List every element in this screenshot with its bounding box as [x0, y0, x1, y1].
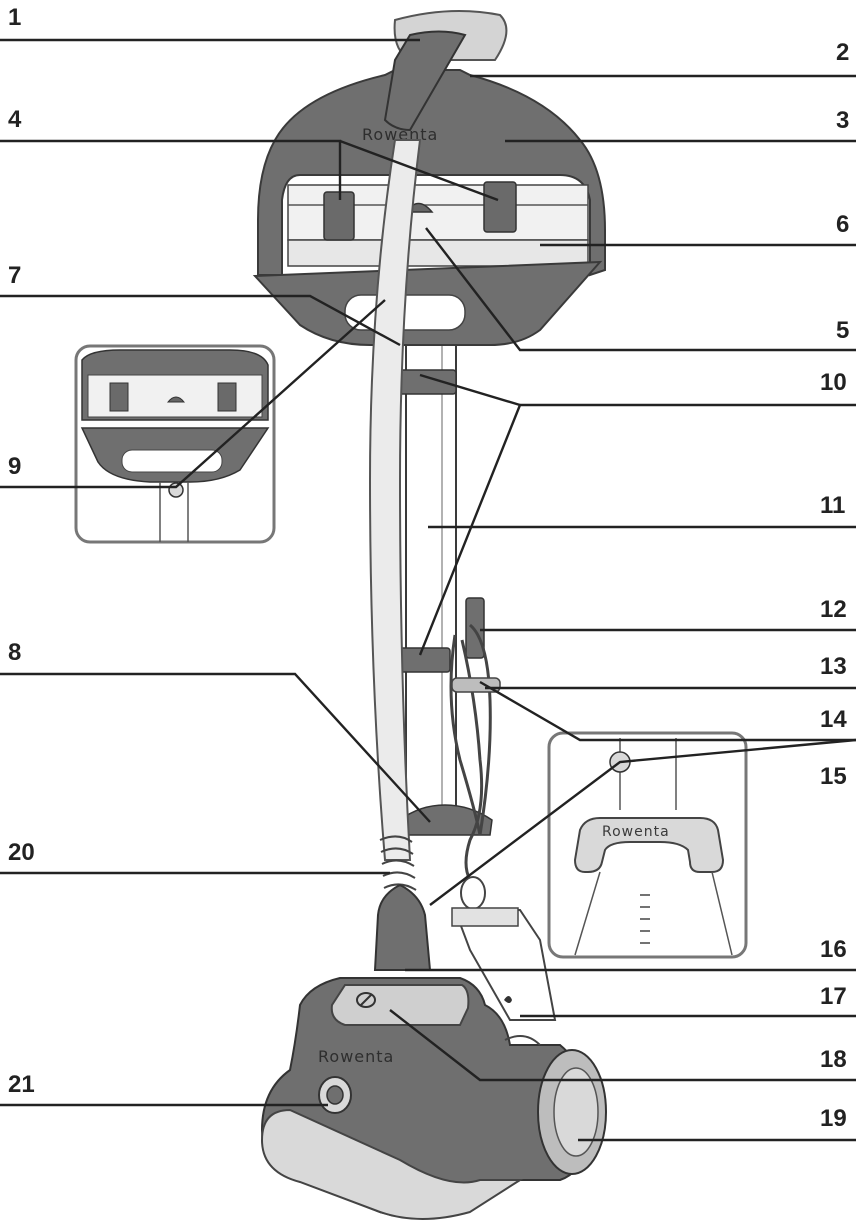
power-switch-panel	[330, 984, 470, 1026]
inset-brand-text: Rowenta	[602, 824, 670, 840]
callout-6: 6	[836, 211, 849, 238]
callout-17: 17	[820, 983, 847, 1010]
callout-18: 18	[820, 1046, 847, 1073]
callout-13: 13	[820, 653, 847, 680]
callout-7: 7	[8, 262, 21, 289]
water-drop-icon	[504, 996, 512, 1003]
callout-2: 2	[836, 39, 849, 66]
base-front-bumper	[260, 1108, 524, 1220]
water-tank	[453, 909, 557, 1021]
callout-11: 11	[820, 492, 845, 519]
callout-21: 21	[8, 1071, 35, 1098]
callout-19: 19	[820, 1105, 847, 1132]
plug	[460, 876, 486, 910]
inset-hanger-detail	[74, 344, 276, 544]
callout-16: 16	[820, 936, 847, 963]
hose	[368, 139, 422, 861]
callout-8: 8	[8, 639, 21, 666]
callout-1: 1	[8, 4, 21, 31]
power-switch-icon	[356, 992, 376, 1008]
leader-lines	[0, 38, 856, 1142]
hose-connector	[373, 883, 432, 971]
callout-4: 4	[8, 106, 22, 133]
callout-5: 5	[836, 317, 849, 344]
callout-15: 15	[820, 763, 847, 790]
base-brand-text: Rowenta	[318, 1047, 394, 1066]
tank-handle	[451, 907, 519, 927]
callout-9: 9	[8, 453, 21, 480]
hanger: Rowenta	[252, 69, 606, 346]
garment-clip-right	[483, 181, 517, 233]
callout-3: 3	[836, 107, 849, 134]
steam-head-handle	[383, 30, 467, 132]
callout-20: 20	[8, 839, 35, 866]
power-cord	[449, 623, 501, 910]
pole-clip-lower	[397, 647, 451, 673]
callout-12: 12	[820, 596, 847, 623]
inset-base-detail: Rowenta	[547, 731, 748, 959]
hose-holder	[399, 804, 493, 836]
callout-10: 10	[820, 369, 847, 396]
callout-14: 14	[820, 706, 847, 733]
